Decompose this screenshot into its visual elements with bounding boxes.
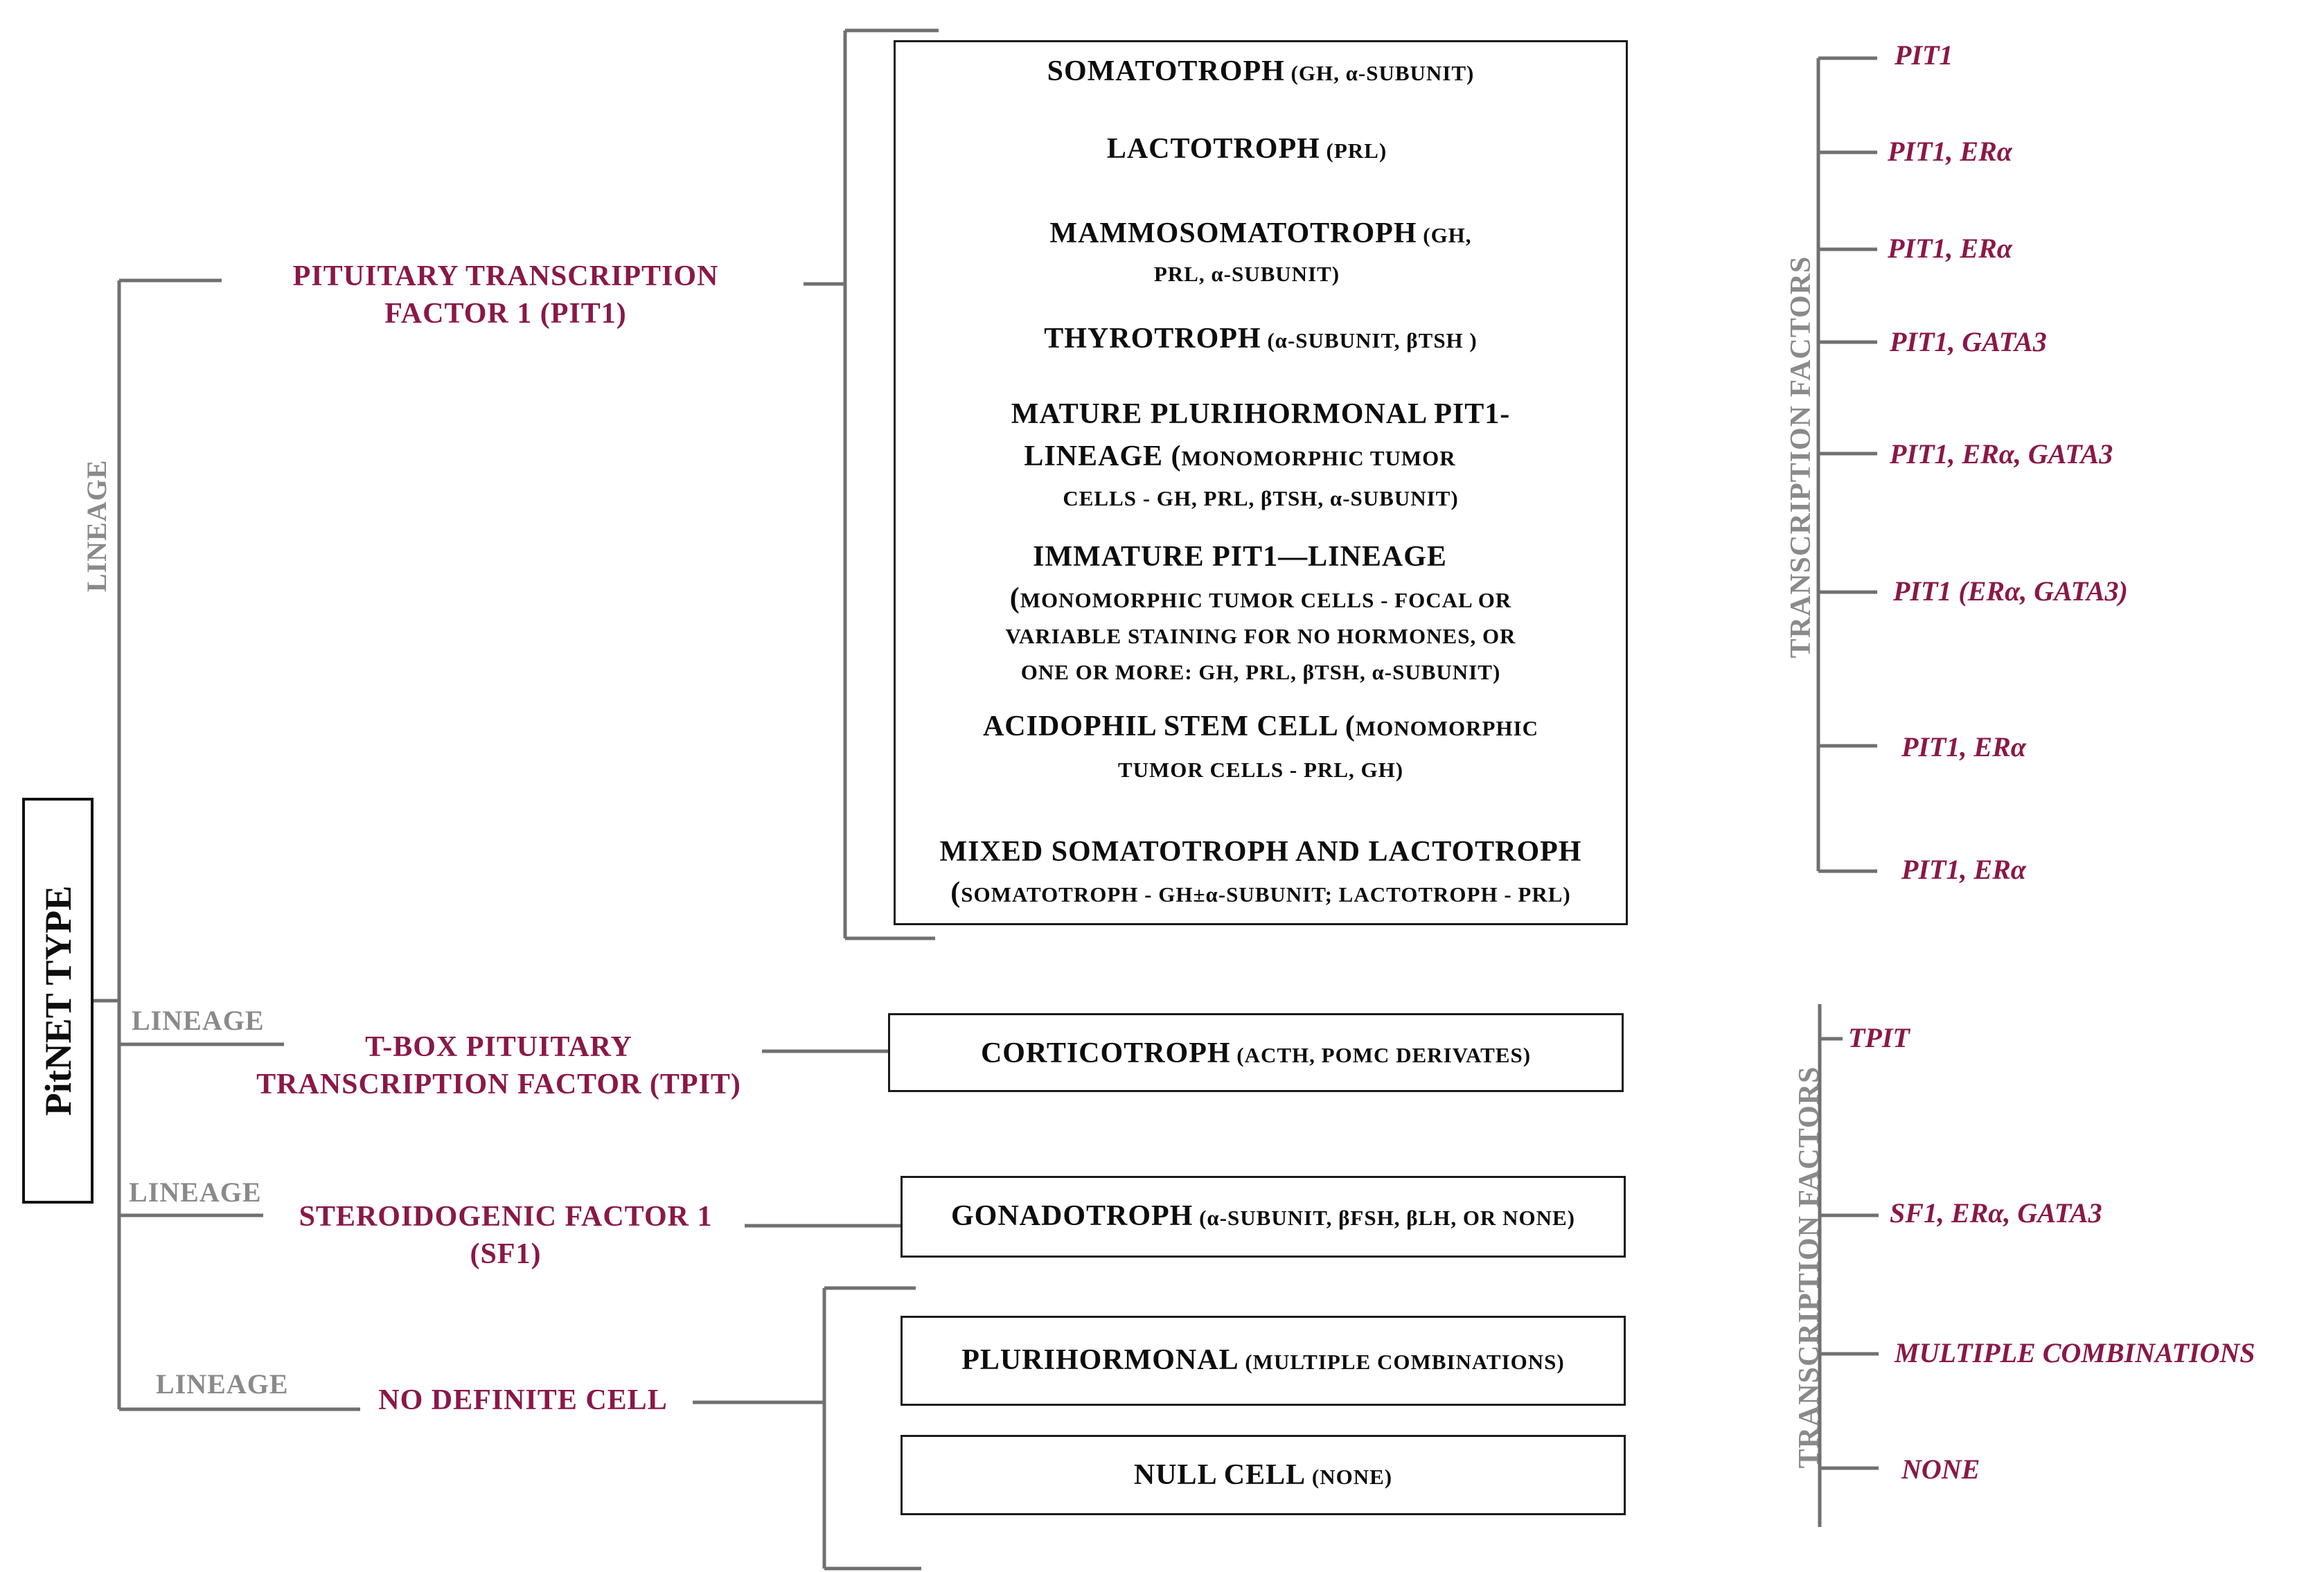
- type-plurihormonal-box: PLURIHORMONAL (MULTIPLE COMBINATIONS): [901, 1316, 1626, 1406]
- tf-mammosomatotroph: PIT1, ERα: [1888, 233, 2012, 264]
- tf-thyrotroph: PIT1, GATA3: [1890, 326, 2047, 357]
- tf-title-pit1: TRANSCRIPTION FACTORS: [1785, 256, 1817, 659]
- lineage-name-tpit: T-BOX PITUITARY TRANSCRIPTION FACTOR (TP…: [256, 1031, 741, 1100]
- tf-null-cell: NONE: [1901, 1454, 1980, 1485]
- tf-somatotroph: PIT1: [1895, 39, 1953, 71]
- type-thyrotroph: THYROTROPH (α-SUBUNIT, βTSH ): [1044, 323, 1478, 355]
- null-bracket: [693, 1286, 921, 1571]
- lineage-name-sf1: STEROIDOGENIC FACTOR 1 (SF1): [299, 1201, 713, 1270]
- lineage-label-null: LINEAGE: [156, 1368, 289, 1400]
- type-gonadotroph-box: GONADOTROPH (α-SUBUNIT, βFSH, βLH, OR NO…: [901, 1176, 1626, 1258]
- lineage-label-sf1: LINEAGE: [129, 1177, 262, 1208]
- lineage-name-pit1: PITUITARY TRANSCRIPTION FACTOR 1 (PIT1): [292, 260, 719, 330]
- tf-gonadotroph: SF1, ERα, GATA3: [1890, 1197, 2102, 1229]
- root-label: PitNET TYPE: [37, 885, 79, 1116]
- lineage-name-null: NO DEFINITE CELL: [378, 1384, 668, 1416]
- tf-bracket-other: [1818, 1004, 1879, 1527]
- type-lactotroph: LACTOTROPH (PRL): [1106, 133, 1387, 165]
- type-somatotroph: SOMATOTROPH (GH, α-SUBUNIT): [1047, 55, 1475, 87]
- type-mixed-somatotroph-lactotroph: MIXED SOMATOTROPH AND LACTOTROPH (SOMATO…: [939, 836, 1582, 909]
- type-mature-plurihormonal: MATURE PLURIHORMONAL PIT1- LINEAGE (MONO…: [1011, 398, 1511, 510]
- pit1-bracket: [804, 28, 939, 940]
- type-null-cell: NULL CELL (NONE): [1133, 1459, 1393, 1491]
- type-gonadotroph: GONADOTROPH (α-SUBUNIT, βFSH, βLH, OR NO…: [951, 1200, 1575, 1232]
- pit1-type-stack: [894, 40, 1628, 925]
- tf-bracket-pit1: [1816, 56, 1877, 873]
- type-acidophil-stem-cell: ACIDOPHIL STEM CELL (MONOMORPHIC TUMOR C…: [982, 711, 1539, 782]
- root-box: PitNET TYPE: [22, 798, 94, 1204]
- tf-title-other: TRANSCRIPTION FACTORS: [1793, 1066, 1825, 1469]
- type-null-cell-box: NULL CELL (NONE): [901, 1435, 1626, 1515]
- type-plurihormonal: PLURIHORMONAL (MULTIPLE COMBINATIONS): [961, 1344, 1565, 1376]
- lineage-label-tpit: LINEAGE: [132, 1005, 265, 1036]
- type-corticotroph: CORTICOTROPH (ACTH, POMC DERIVATES): [980, 1037, 1532, 1069]
- lineage-label-pit1: LINEAGE: [81, 459, 112, 593]
- type-corticotroph-box: CORTICOTROPH (ACTH, POMC DERIVATES): [888, 1013, 1624, 1092]
- tf-lactotroph: PIT1, ERα: [1888, 136, 2012, 167]
- root-connector: [94, 278, 360, 1411]
- tf-plurihormonal: MULTIPLE COMBINATIONS: [1895, 1337, 2255, 1368]
- tf-acidophil-stem-cell: PIT1, ERα: [1901, 731, 2026, 762]
- tf-mature-plurihormonal: PIT1, ERα, GATA3: [1890, 438, 2113, 470]
- type-immature-pit1: IMMATURE PIT1—LINEAGE (MONOMORPHIC TUMOR…: [1005, 541, 1516, 684]
- tf-mixed: PIT1, ERα: [1901, 854, 2026, 885]
- tf-corticotroph: TPIT: [1848, 1022, 1910, 1053]
- type-mammosomatotroph: MAMMOSOMATOTROPH (GH, PRL, α-SUBUNIT): [1049, 217, 1472, 286]
- tf-immature-pit1: PIT1 (ERα, GATA3): [1893, 575, 2128, 607]
